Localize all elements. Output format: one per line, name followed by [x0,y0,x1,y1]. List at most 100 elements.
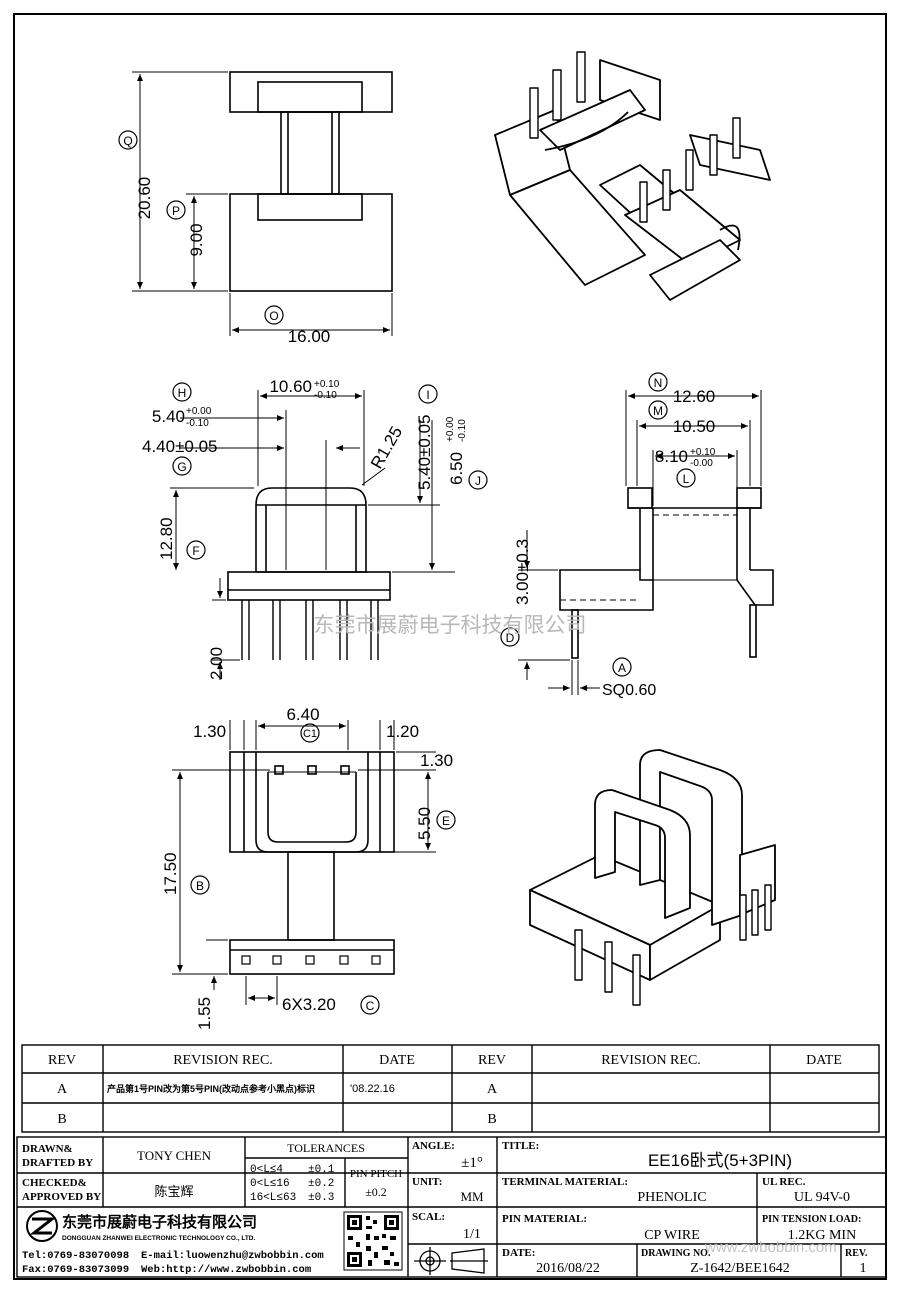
dim-base-label: 1.55 [195,997,214,1030]
dim-c1-label: 6.40 [286,705,319,724]
balloon-p: P [172,204,180,218]
pin-material-value: CP WIRE [644,1228,700,1243]
rev-header-1: REV [48,1053,76,1068]
tol-value-3: ±0.3 [308,1192,334,1204]
dim-top-gap: 1.30 [420,751,453,770]
angle-value: ±1° [461,1155,483,1171]
tol-range-2: 0<L≤16 [250,1178,290,1190]
title-block [16,1136,887,1278]
rev-header-2: REVISION REC. [173,1053,273,1068]
dim-right-gap: 1.20 [386,722,419,741]
date-label: DATE: [502,1247,535,1259]
balloon-c: C [366,999,375,1013]
company-logo-icon [26,1210,58,1242]
tension-label: PIN TENSION LOAD: [762,1214,861,1225]
dim-left-gap: 1.30 [193,722,226,741]
rev-row-b-2: B [487,1112,496,1127]
dim-r-label: R1.25 [367,423,406,472]
balloon-a: A [618,661,626,675]
dim-h-label: 5.40 [152,407,185,426]
view-top-left [132,71,393,336]
dim-pin-len: 2.00 [207,647,226,680]
scale-label: SCAL: [412,1211,445,1223]
dim-top-label: 10.60 [269,377,312,396]
dim-h-tol-up: +0.00 [186,406,212,417]
drawing-no-value: Z-1642/BEE1642 [690,1261,790,1276]
balloon-f: F [192,544,199,558]
dim-l-label: 8.10 [655,447,688,466]
view-bottom [172,720,436,1005]
balloon-e: E [442,814,450,828]
tol-range-1: 0<L≤4 [250,1164,283,1176]
balloon-n: N [654,376,663,390]
view-side [518,390,774,695]
tol-value-2: ±0.2 [308,1178,334,1190]
balloon-l: L [683,472,690,486]
company-tel: Tel:0769-83070098 [22,1250,129,1262]
rev-row-a-2: A [487,1082,498,1097]
dim-top-tol-dn: -0.10 [314,390,337,401]
company-email: E-mail:luowenzhu@zwbobbin.com [141,1250,324,1262]
dim-g-label: 4.40±0.05 [142,437,218,456]
balloons-front [172,382,488,560]
dim-l-tol-up: +0.10 [690,447,716,458]
drawn-label-1: DRAWN& [22,1143,73,1155]
view-front [170,390,455,680]
balloon-m: M [653,404,663,418]
dim-c-label: 6X3.20 [282,995,336,1014]
rev-header-4: REV [478,1053,506,1068]
dim-p-label: 9.00 [187,223,206,256]
rev-header-6: DATE [806,1053,842,1068]
iso-view-top [494,51,771,301]
projection-symbol-icon [414,1247,488,1275]
pin-material-label: PIN MATERIAL: [502,1213,587,1225]
tension-value: 1.2KG MIN [788,1228,856,1243]
title-value: EE16卧式(5+3PIN) [648,1151,792,1170]
balloon-j: J [475,474,481,488]
balloon-c1: C1 [303,728,317,740]
dim-f-label: 12.80 [157,517,176,560]
angle-label: ANGLE: [412,1140,455,1152]
scale-value: 1/1 [463,1227,481,1242]
company-name-cn: 东莞市展蔚电子科技有限公司 [62,1213,257,1231]
pin-pitch-value: ±0.2 [365,1185,387,1199]
company-fax: Fax:0769-83073099 [22,1264,129,1276]
dim-l-tol-dn: -0.00 [690,458,713,469]
drawn-value: TONY CHEN [137,1148,212,1163]
revision-table [21,1044,880,1133]
dim-b-label: 17.50 [161,852,180,895]
ul-value: UL 94V-0 [794,1190,850,1205]
iso-view-bottom [529,749,776,1006]
company-web: Web:http://www.zwbobbin.com [141,1264,311,1276]
checked-label-2: APPROVED BY [22,1191,101,1203]
dim-n-label: 12.60 [673,387,716,406]
rev-row-a-rec: 产品第1号PIN改为第5号PIN(改动点参考小黑点)标识 [107,1083,315,1094]
balloon-d: D [506,631,515,645]
drawn-label-2: DRAFTED BY [22,1157,93,1169]
checked-label-1: CHECKED& [22,1177,87,1189]
unit-label: UNIT: [412,1176,442,1188]
balloon-i: I [426,388,429,402]
rev-header-3: DATE [379,1053,415,1068]
dim-o-label: 16.00 [288,327,331,346]
dim-j-tol-up: +0.00 [445,416,456,442]
dim-i-label: 5.40±0.05 [415,414,434,490]
dim-q-label: 20.60 [135,177,154,220]
unit-value: MM [460,1189,484,1204]
dim-m-label: 10.50 [673,417,716,436]
pin-pitch-label: PIN PITCH [350,1168,402,1180]
dim-e-label: 5.50 [415,807,434,840]
drawing-no-label: DRAWING NO. [641,1248,711,1259]
dim-h-tol-dn: -0.10 [186,418,209,429]
balloon-g: G [177,460,186,474]
checked-value: 陈宝辉 [154,1184,193,1199]
dim-d-label: 3.00±0.3 [513,539,532,605]
rev-header-5: REVISION REC. [601,1053,701,1068]
rev-label: REV. [845,1248,868,1259]
rev-row-a: A [57,1082,68,1097]
tol-range-3: 16<L≤63 [250,1192,296,1204]
qr-code-icon [343,1211,403,1271]
dim-top-tol-up: +0.10 [314,379,340,390]
terminal-label: TERMINAL MATERIAL: [502,1176,628,1188]
